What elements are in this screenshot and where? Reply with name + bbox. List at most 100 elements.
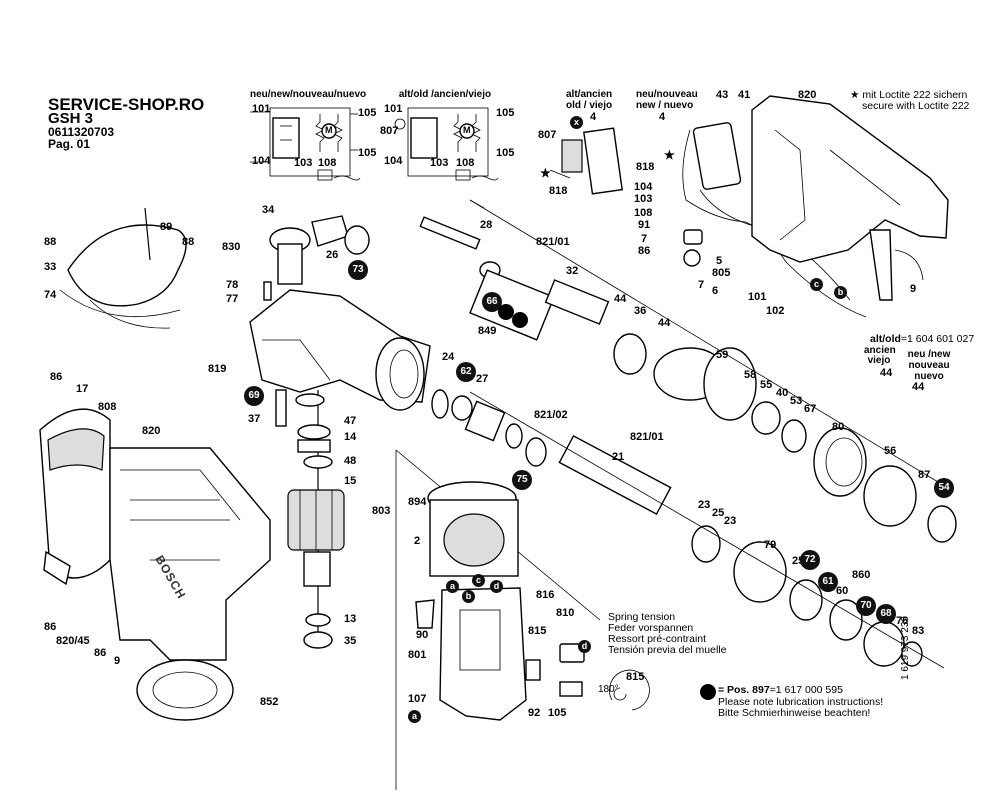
part-label: 803 <box>372 505 391 517</box>
top-cover-drawing <box>59 207 187 329</box>
part-label: 44 <box>614 293 627 305</box>
part-label: 108 <box>634 207 653 219</box>
part-label: 5 <box>716 255 723 267</box>
callout-badge: 61 <box>818 572 838 592</box>
part-label: 21 <box>612 451 625 463</box>
part-label: 67 <box>804 403 817 415</box>
part-label: 76 <box>896 615 909 627</box>
marker-b: b <box>834 286 847 299</box>
part-label: 103 <box>430 157 449 169</box>
caption-switch-new-2: new / nuevo <box>636 100 694 111</box>
part-label: 17 <box>76 383 89 395</box>
part-label: 849 <box>478 325 497 337</box>
part-label: 86 <box>94 647 107 659</box>
part-label: 807 <box>380 125 399 137</box>
part-label: 852 <box>260 696 279 708</box>
part-label: 37 <box>248 413 261 425</box>
loctite-note-1: ★ mit Loctite 222 sichern <box>850 89 968 101</box>
part-label: 88 <box>44 236 57 248</box>
part-label: 74 <box>44 289 57 301</box>
part-label: 24 <box>442 351 455 363</box>
part-label: 55 <box>760 379 773 391</box>
part-label: 815 <box>528 625 547 637</box>
callout-badge: 62 <box>456 362 476 382</box>
lube-pos-value: =1 617 000 595 <box>769 684 843 696</box>
part-label: 820/45 <box>56 635 90 647</box>
model-name: GSH 3 <box>48 110 94 127</box>
document-number: 1 619 973 239 <box>900 616 911 680</box>
part-label: 44 <box>912 381 925 393</box>
part-label: 819 <box>208 363 227 375</box>
part-label: 104 <box>252 155 271 167</box>
part-label: 86 <box>638 245 651 257</box>
part-label: 86 <box>44 621 57 633</box>
part-label: 25 <box>712 507 725 519</box>
handle-housing-drawing <box>751 95 949 301</box>
part-label: 102 <box>766 305 785 317</box>
marker-a: a <box>446 580 459 593</box>
wiring-diagram-new <box>250 107 361 181</box>
part-label: 87 <box>918 469 931 481</box>
caption-wiring-old: alt/old /ancien/viejo <box>398 89 492 100</box>
part-label: 104 <box>384 155 403 167</box>
caption-nouveau: nouveau <box>908 360 950 371</box>
motor-symbol-new: M <box>325 125 333 135</box>
callout-badge: 72 <box>800 550 820 570</box>
part-label: 820 <box>142 425 161 437</box>
lube-pos-label: = Pos. 897 <box>718 684 770 696</box>
part-label: 44 <box>880 367 893 379</box>
marker-d: d <box>490 580 503 593</box>
part-label: 7 <box>698 279 705 291</box>
part-label: 41 <box>738 89 751 101</box>
part-label: 810 <box>556 607 575 619</box>
part-label: 103 <box>634 193 653 205</box>
part-label: 32 <box>566 265 579 277</box>
part-label: 92 <box>528 707 541 719</box>
part-label: 101 <box>252 103 271 115</box>
part-label: 801 <box>408 649 427 661</box>
part-label: 4 <box>659 111 666 123</box>
part-label: 818 <box>549 185 568 197</box>
callout-badge: 73 <box>348 260 368 280</box>
part-label: 105 <box>496 107 515 119</box>
part-label: 821/02 <box>534 409 568 421</box>
part-label: 34 <box>262 204 275 216</box>
part-label: 105 <box>358 107 377 119</box>
part-label: 4 <box>590 111 597 123</box>
part-label: 25 <box>792 555 805 567</box>
marker-c: c <box>472 574 485 587</box>
part-label: 80 <box>832 421 845 433</box>
part-label: 40 <box>776 387 789 399</box>
caption-nuevo: nuevo <box>914 371 944 382</box>
stator-drawing <box>395 449 601 790</box>
wiring-diagram-old <box>394 107 499 181</box>
spring-note-1: Spring tension <box>608 611 676 623</box>
part-label: 9 <box>910 283 917 295</box>
part-label: 83 <box>912 625 925 637</box>
star-icon: ★ <box>540 166 551 180</box>
part-label: 103 <box>294 157 313 169</box>
lube-note-line-2: Bitte Schmierhinweise beachten! <box>718 707 871 719</box>
callout-badge: 69 <box>244 386 264 406</box>
spring-angle: 180° <box>598 684 619 695</box>
marker-a: a <box>408 710 421 723</box>
armature-drawing <box>287 390 345 649</box>
lube-note-pos: = Pos. 897=1 617 000 595 <box>718 685 843 696</box>
page-number: Pag. 01 <box>48 137 91 151</box>
part-label: 36 <box>634 305 647 317</box>
part-label: 56 <box>884 445 897 457</box>
callout-badge: 68 <box>876 604 896 624</box>
part-label: 108 <box>318 157 337 169</box>
part-label: 821/01 <box>630 431 664 443</box>
part-label: 90 <box>416 629 429 641</box>
switch-new-drawing <box>682 122 867 318</box>
part-label: 807 <box>538 129 557 141</box>
part-label: 805 <box>712 267 731 279</box>
part-label: 60 <box>836 585 849 597</box>
gear-housing-drawing <box>249 215 431 427</box>
lube-note-line-1: Please note lubrication instructions! <box>718 696 884 708</box>
part-label: 105 <box>358 147 377 159</box>
switch-old-drawing <box>549 127 623 195</box>
alt-old-note: alt/old=1 604 601 027 <box>870 334 974 345</box>
part-label: 23 <box>698 499 711 511</box>
